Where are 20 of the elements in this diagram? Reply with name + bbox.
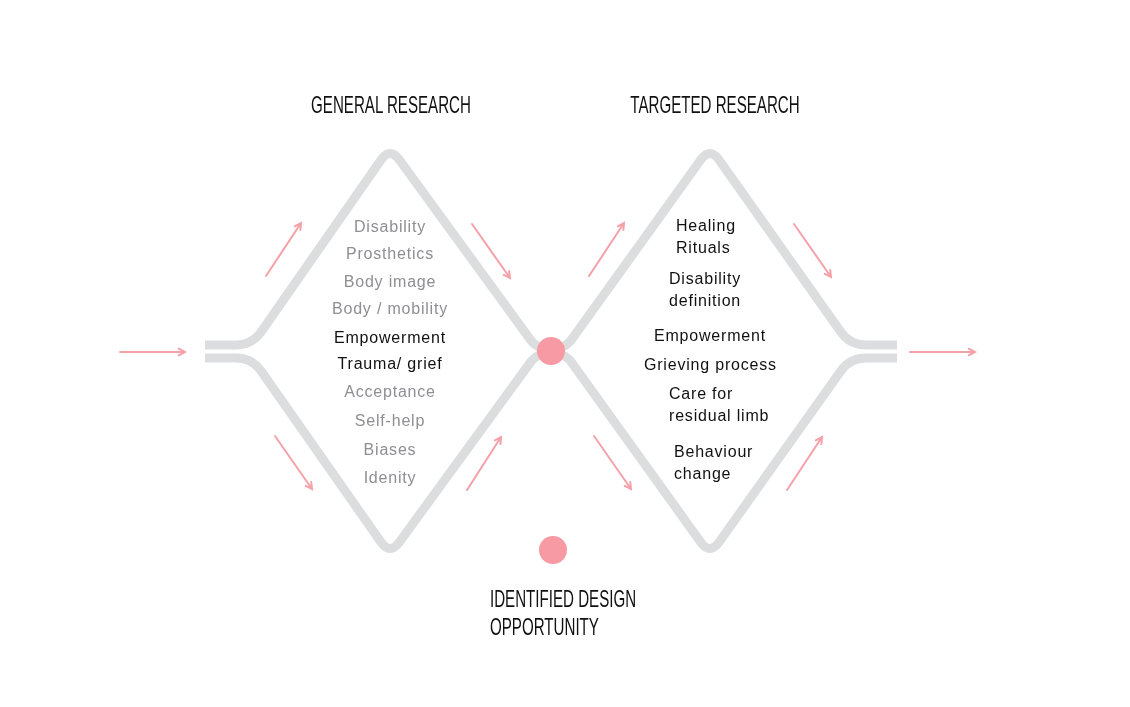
research-topic: Disability definition xyxy=(669,269,743,311)
research-topic: Behaviour change xyxy=(674,442,755,484)
research-topic: Grieving process xyxy=(644,355,777,375)
research-topic: Empowerment xyxy=(654,326,766,346)
research-topic: Biases xyxy=(363,440,417,460)
research-topic: Idenity xyxy=(363,468,417,488)
research-topic: Trauma/ grief xyxy=(337,354,443,374)
research-topic: Healing Rituals xyxy=(676,216,737,258)
opportunity-dot xyxy=(537,337,565,365)
research-topic: Self-help xyxy=(354,411,426,431)
section-heading: GENERAL RESEARCH xyxy=(310,91,471,119)
section-heading: TARGETED RESEARCH xyxy=(629,91,800,119)
research-topic: Acceptance xyxy=(344,382,436,402)
research-topic: Prosthetics xyxy=(346,244,434,264)
legend-label: IDENTIFIED DESIGN OPPORTUNITY xyxy=(490,585,638,641)
research-topic: Empowerment xyxy=(334,328,446,348)
research-topic: Body / mobility xyxy=(332,299,448,319)
research-topic: Disability xyxy=(354,217,426,237)
research-topic: Body image xyxy=(343,272,437,292)
research-topic: Care for residual limb xyxy=(669,384,771,426)
